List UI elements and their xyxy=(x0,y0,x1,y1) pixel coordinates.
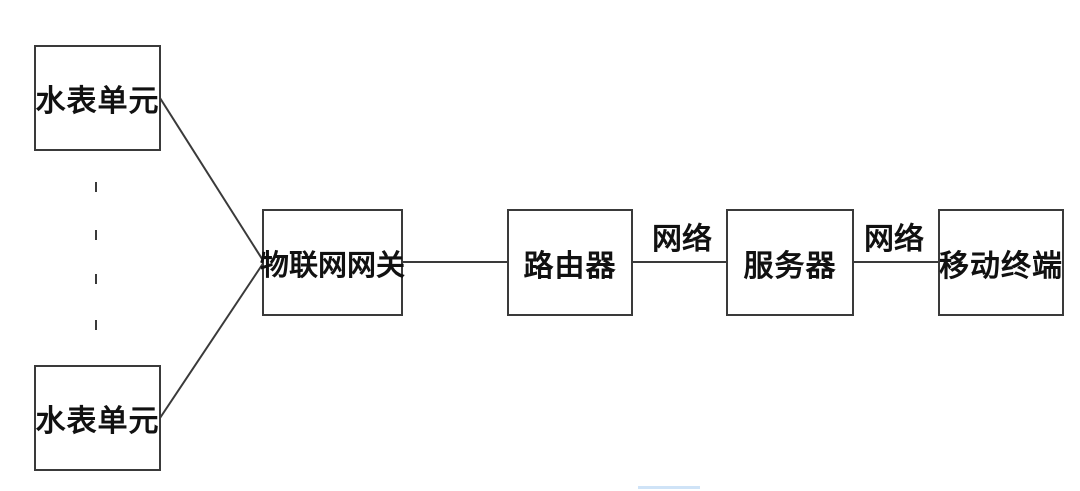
edge-label-network: 网络 xyxy=(864,222,924,257)
node-meter-unit-top: 水表单元 xyxy=(34,45,161,151)
ellipsis-dash xyxy=(95,274,97,284)
ellipsis-dash xyxy=(95,320,97,330)
ellipsis-dash xyxy=(95,182,97,192)
edge-meter-bottom-to-gateway xyxy=(159,261,265,419)
node-meter-unit-bottom: 水表单元 xyxy=(34,365,161,471)
edge-meter-top-to-gateway xyxy=(159,97,265,263)
selection-mark xyxy=(638,486,700,489)
ellipsis-dash xyxy=(95,230,97,240)
node-mobile-terminal: 移动终端 xyxy=(938,209,1064,316)
edge-label-network: 网络 xyxy=(652,222,712,257)
node-iot-gateway: 物联网网关 xyxy=(260,209,405,316)
node-router: 路由器 xyxy=(507,209,633,316)
node-server: 服务器 xyxy=(726,209,854,316)
